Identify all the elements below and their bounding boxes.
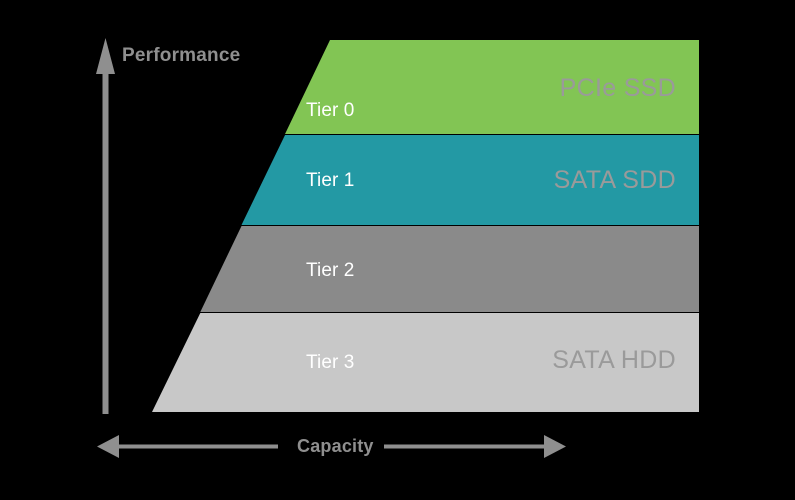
performance-axis [96,38,115,414]
tier-band-1[interactable] [241,135,700,225]
tier-band-0[interactable] [285,40,699,134]
right-arrow-icon [544,435,566,458]
tier-band-2[interactable] [200,226,700,312]
up-arrow-icon [96,38,115,74]
capacity-axis [97,435,566,458]
tier-band-3[interactable] [152,313,699,412]
tier-bands [152,40,700,412]
left-arrow-icon [97,435,119,458]
